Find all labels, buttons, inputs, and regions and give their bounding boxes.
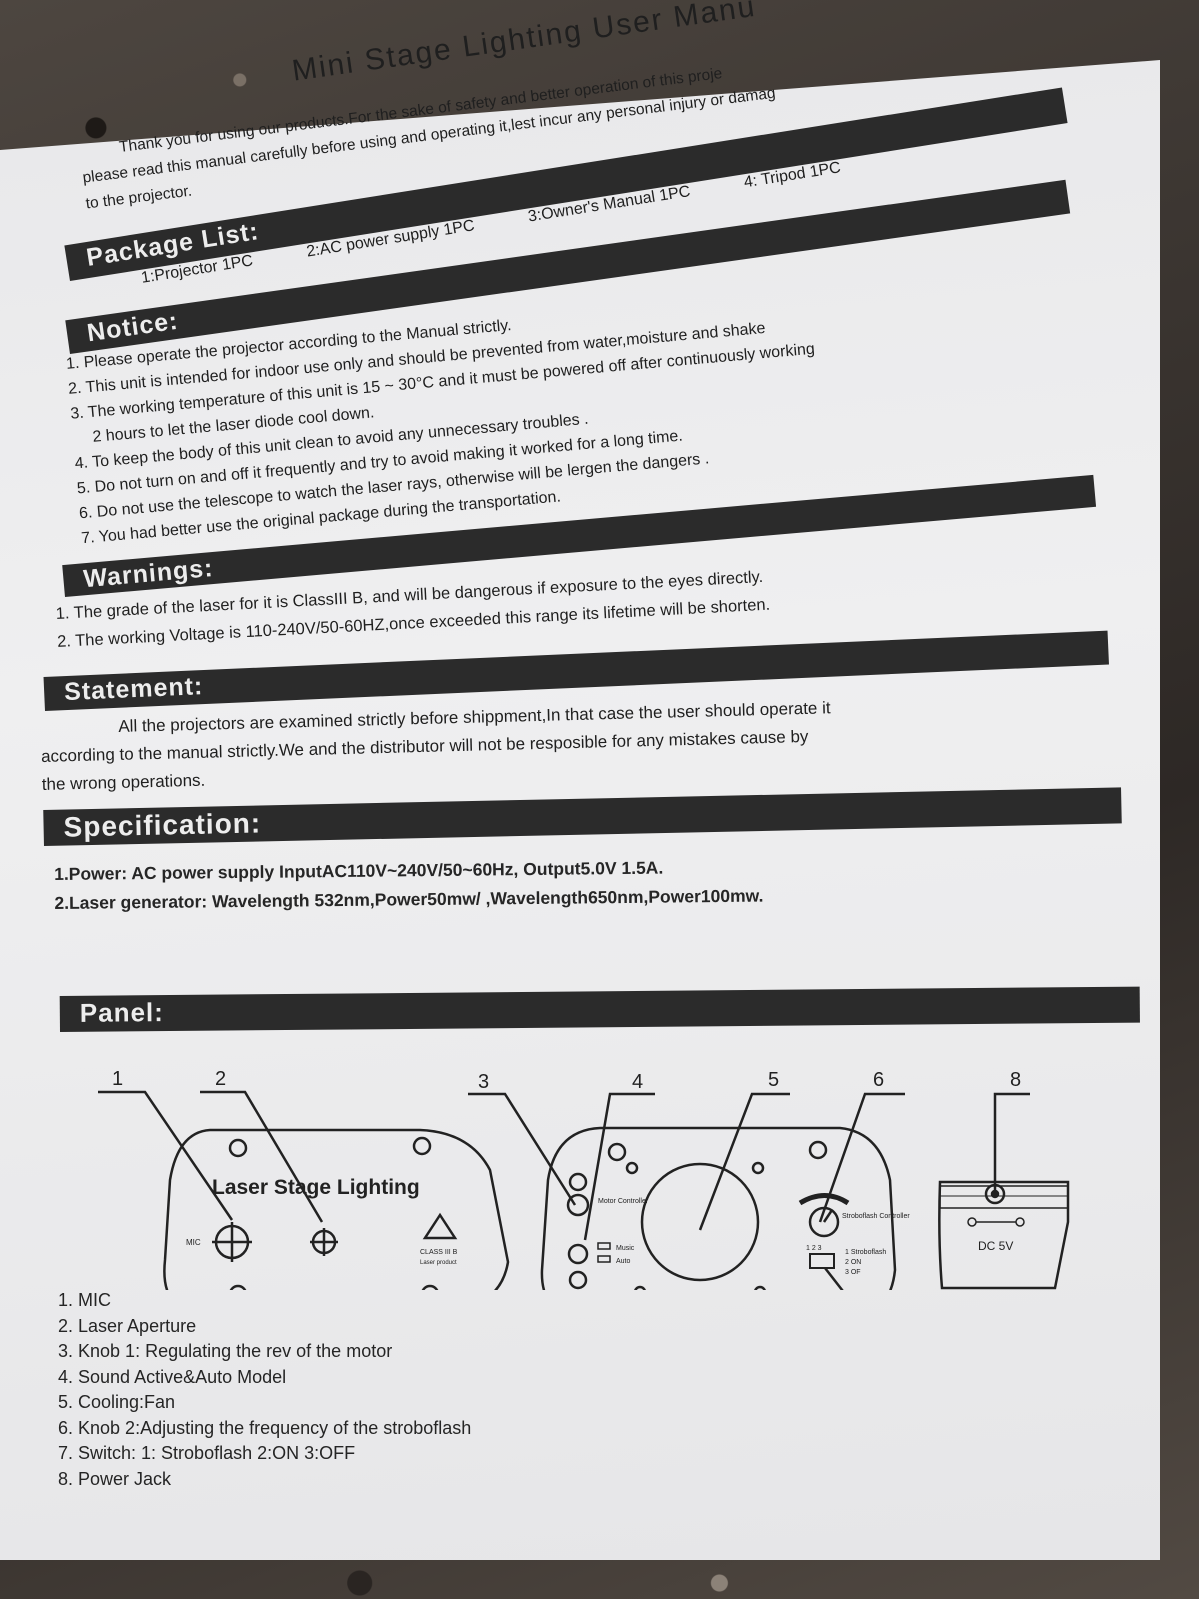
callout-1: 1	[112, 1068, 123, 1090]
callout-2: 2	[215, 1068, 226, 1090]
switch-legend-2: 2 ON	[845, 1259, 861, 1266]
screw-icon	[228, 1138, 248, 1158]
panel-item: 1. MIC	[58, 1290, 112, 1310]
dc-label: DC 5V	[978, 1239, 1013, 1253]
callout-6: 6	[873, 1069, 884, 1091]
power-switch-icon	[809, 1253, 835, 1269]
panel-item: 7. Switch: 1: Stroboflash 2:ON 3:OFF	[58, 1443, 356, 1463]
rear-panel: Motor Controller Music Auto Stroboflash …	[540, 1126, 910, 1290]
music-label: Music	[616, 1245, 635, 1252]
screw-icon	[568, 1172, 588, 1192]
screw-icon	[568, 1270, 588, 1290]
motor-label: Motor Controller	[598, 1198, 649, 1205]
screw-icon	[421, 1284, 439, 1290]
screw-icon	[808, 1140, 828, 1160]
motor-knob-icon	[566, 1193, 590, 1217]
mic-label: MIC	[186, 1238, 201, 1247]
callout-3: 3	[478, 1071, 489, 1093]
panel-diagram: 1 2 3 4 5 6 7 8 Laser Stage Lighting MIC	[98, 1068, 1070, 1290]
screw-icon	[229, 1284, 247, 1290]
front-panel: Laser Stage Lighting MIC CLASS III B Las…	[163, 1128, 510, 1290]
screw-icon	[412, 1136, 432, 1156]
strobo-dial-arc	[798, 1193, 850, 1206]
switch-legend-3: 3 OF	[845, 1269, 861, 1276]
strobo-label: Stroboflash Controller	[842, 1213, 910, 1220]
panel-item: 3. Knob 1: Regulating the rev of the mot…	[58, 1341, 393, 1361]
strobo-knob-icon	[808, 1206, 840, 1238]
panel-item: 5. Cooling:Fan	[58, 1392, 176, 1412]
laser-warning-icon	[422, 1212, 458, 1240]
power-jack: DC 5V	[938, 1180, 1070, 1290]
cooling-fan-icon	[640, 1162, 760, 1282]
panel-item: 6. Knob 2:Adjusting the frequency of the…	[58, 1417, 472, 1438]
screw-icon	[607, 1142, 627, 1162]
front-panel-label: Laser Stage Lighting	[212, 1176, 420, 1199]
callout-4: 4	[632, 1071, 643, 1093]
switch-legend-1: 1 Stroboflash	[845, 1249, 886, 1256]
panel-item: 2. Laser Aperture	[58, 1315, 197, 1336]
panel-item: 4. Sound Active&Auto Model	[58, 1366, 287, 1387]
specification-list: 1.Power: AC power supply InputAC110V~240…	[54, 853, 764, 918]
class-sub-label: Laser product	[420, 1260, 457, 1266]
class-label: CLASS III B	[420, 1249, 458, 1256]
auto-label: Auto	[616, 1258, 631, 1265]
callout-8: 8	[1010, 1069, 1021, 1091]
mode-switch-icon	[567, 1243, 589, 1265]
switch-numbers: 1 2 3	[806, 1245, 822, 1252]
panel-legend: 1. MIC 2. Laser Aperture 3. Knob 1: Regu…	[58, 1288, 471, 1492]
panel-item: 8. Power Jack	[58, 1468, 172, 1489]
power-jack-icon	[984, 1183, 1006, 1205]
callout-5: 5	[768, 1069, 779, 1091]
